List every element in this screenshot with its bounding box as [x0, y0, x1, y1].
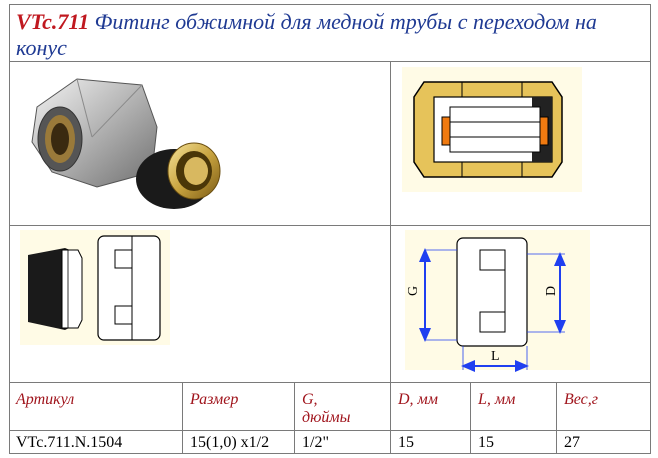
- product-photo: [31, 78, 221, 209]
- table-col-divider: [556, 382, 557, 454]
- dimension-g-label: G: [406, 286, 421, 296]
- table-header-d: D, мм: [398, 391, 438, 408]
- table-col-divider: [470, 382, 471, 454]
- cross-section-drawing: [402, 67, 582, 192]
- table-header-l: L, мм: [478, 391, 516, 408]
- table-col-divider: [390, 382, 391, 454]
- table-cell-article: VTc.711.N.1504: [16, 434, 123, 451]
- table-header-article: Артикул: [16, 391, 75, 408]
- table-cell-g: 1/2": [302, 434, 329, 451]
- table-cell-l: 15: [478, 434, 494, 451]
- table-cell-size: 15(1,0) x1/2: [190, 434, 270, 451]
- product-sheet: VTc.711 Фитинг обжимной для медной трубы…: [9, 4, 651, 454]
- table-cell-d: 15: [398, 434, 414, 451]
- table-cell-weight: 27: [564, 434, 580, 451]
- table-col-divider: [294, 382, 295, 454]
- dimension-l-label: L: [491, 349, 500, 364]
- table-header-g-line2: дюймы: [302, 409, 351, 426]
- page-title: VTc.711 Фитинг обжимной для медной трубы…: [10, 5, 650, 62]
- outline-drawing: [20, 230, 170, 345]
- table-col-divider: [182, 382, 183, 454]
- grid-divider-vertical: [390, 62, 391, 382]
- table-top-border: [10, 382, 650, 383]
- table-row-divider: [10, 430, 650, 431]
- dimension-d-label: D: [544, 286, 559, 296]
- grid-divider-horizontal: [10, 225, 650, 226]
- title-text: Фитинг обжимной для медной трубы с перех…: [16, 9, 597, 60]
- table-header-g-line1: G,: [302, 391, 318, 408]
- table-header-weight: Вес,г: [564, 391, 599, 408]
- dimension-drawing: G D L: [405, 230, 590, 372]
- table-header-size: Размер: [190, 391, 239, 408]
- title-code: VTc.711: [16, 9, 90, 34]
- table-header-g: G, дюймы: [302, 391, 350, 427]
